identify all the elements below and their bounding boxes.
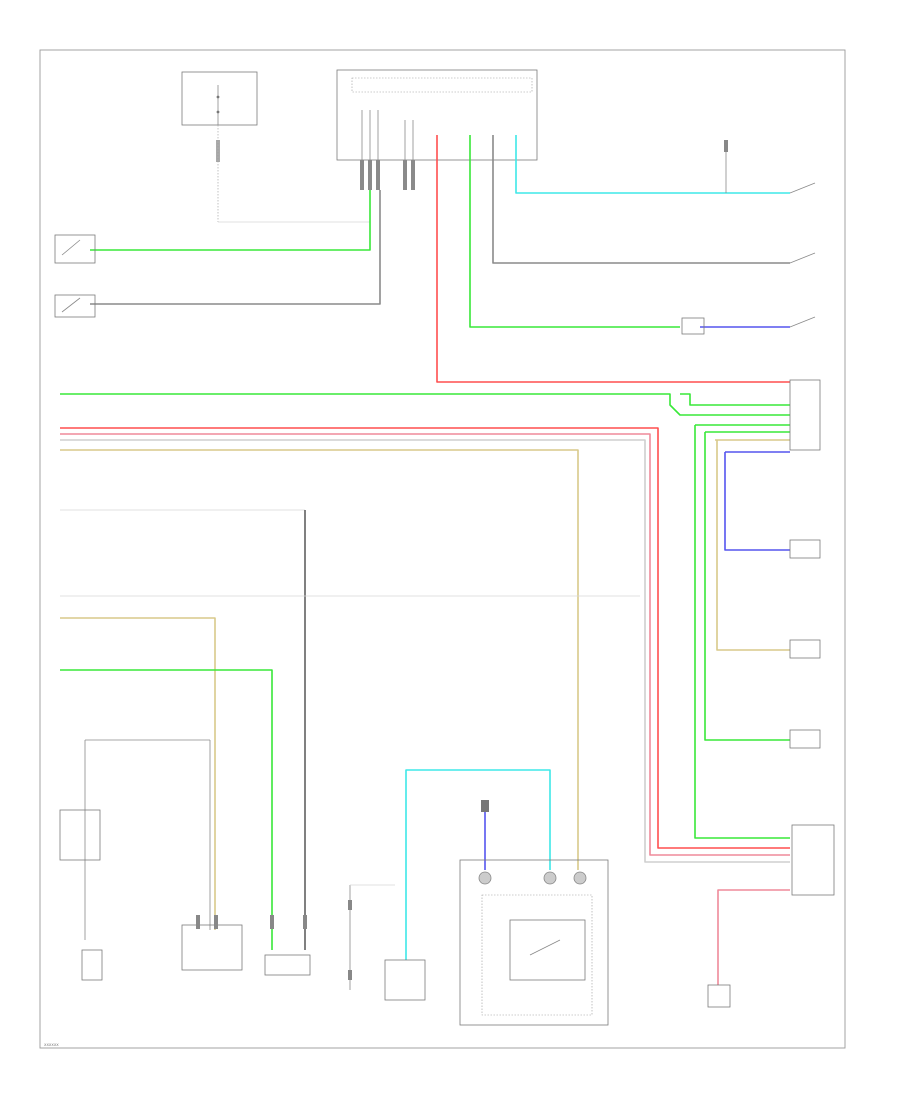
right-door-switches	[681, 182, 816, 335]
wire-pink-bottom-right	[717, 889, 790, 985]
wire-grey-center	[492, 135, 790, 264]
wire-green-bus-1	[60, 393, 790, 416]
left-door-switch	[54, 234, 96, 318]
wire-tan-left	[60, 617, 216, 930]
bottom-right-sensor	[707, 984, 731, 1008]
wire-green-right-vertical-2	[694, 425, 790, 839]
bottom-left-assembly	[59, 739, 311, 981]
fuse-block-top-left	[181, 71, 370, 223]
footer-code: XXXXXX	[44, 1043, 59, 1047]
ground-top-right	[724, 140, 728, 193]
steering-assembly	[459, 859, 609, 1026]
wire-red-bus	[60, 427, 790, 849]
diagram-border	[39, 49, 846, 1049]
right-connector-column	[695, 379, 821, 453]
wire-green-left	[60, 669, 273, 950]
wire-tan-bus	[60, 449, 579, 870]
wire-green-right-vertical	[704, 432, 790, 741]
wire-blue-right	[724, 452, 790, 551]
wire-red-main	[436, 135, 790, 383]
bottom-center-connectors	[348, 884, 426, 1001]
wire-green-top-left	[90, 190, 371, 251]
connector-top-of-steering	[481, 800, 489, 812]
wire-cyan-top	[515, 135, 790, 194]
wire-green-center	[469, 135, 680, 328]
wire-tan-right	[716, 440, 790, 651]
wire-pink-bus	[60, 433, 790, 856]
wire-green-bus-2	[680, 393, 790, 406]
wire-cyan-bottom	[405, 769, 551, 960]
wire-lightgrey-bus	[60, 439, 790, 863]
right-components	[789, 539, 835, 896]
wire-grey-top-left	[90, 190, 381, 305]
